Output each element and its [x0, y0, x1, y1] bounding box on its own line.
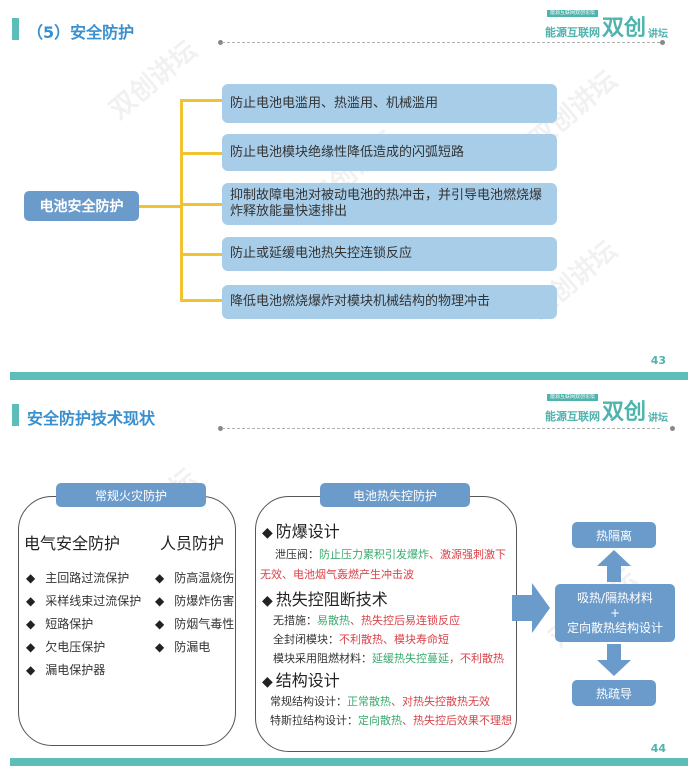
list-item: ◆防烟气毒性	[155, 616, 235, 632]
list-item: ◆主回路过流保护	[26, 570, 130, 586]
detail-line: 常规结构设计：正常散热、对热失控散热无效	[270, 695, 490, 708]
dotline-start-dot	[218, 40, 223, 45]
diamond-bullet-icon: ◆	[26, 662, 36, 677]
detail-line: 全封闭模块：不利散热、模块寿命短	[273, 633, 449, 646]
slide-title: （5）安全防护	[27, 23, 135, 42]
list-item: ◆漏电保护器	[26, 662, 106, 678]
conventional-fire-tab: 常规火灾防护	[56, 483, 206, 507]
diamond-bullet-icon: ◆	[155, 639, 165, 654]
dotline-start-dot	[218, 426, 223, 431]
diamond-bullet-icon: ◆	[26, 570, 36, 585]
leaf-node: 抑制故障电池对被动电池的热冲击，并引导电池燃烧爆炸释放能量快速排出	[222, 183, 557, 225]
diamond-bullet-icon: ◆	[26, 593, 36, 608]
dotline-end-dot	[670, 426, 675, 431]
header-dotted-line	[222, 428, 660, 429]
section-heading-thermal-blocking: ◆热失控阻断技术	[262, 590, 388, 609]
right-arrow-icon	[512, 583, 550, 633]
negative-text-a: 激源强刺激下	[440, 548, 506, 561]
conventional-fire-panel	[18, 496, 236, 746]
watermark: 双创讲坛	[104, 35, 204, 126]
heat-isolation-box: 热隔离	[572, 522, 656, 548]
list-item: ◆采样线束过流保护	[26, 593, 142, 609]
title-accent-bar	[12, 404, 19, 426]
branch-connector	[180, 253, 222, 256]
list-item: ◆欠电压保护	[26, 639, 106, 655]
root-node: 电池安全防护	[24, 191, 139, 221]
center-solution-box: 吸热/隔热材料 + 定向散热结构设计	[555, 584, 675, 642]
page-number: 44	[650, 742, 666, 755]
electrical-safety-heading: 电气安全防护	[24, 534, 121, 553]
brand-logo: 能源互联网双创论坛 能源互联网 双创 讲坛	[545, 394, 669, 425]
thermal-runaway-panel	[255, 496, 517, 752]
personnel-protection-list: ◆防高温烧伤 ◆防爆炸伤害 ◆防烟气毒性 ◆防漏电	[155, 566, 234, 658]
detail-line: 模块采用阻燃材料：延缓热失控蔓延，不利散热	[273, 652, 504, 665]
leaf-node: 防止电池模块绝缘性降低造成的闪弧短路	[222, 134, 557, 171]
root-connector	[139, 205, 182, 208]
footer-bar	[10, 372, 688, 380]
title-accent-bar	[12, 18, 19, 40]
diamond-bullet-icon: ◆	[155, 593, 165, 608]
header-dotted-line	[222, 42, 660, 43]
up-arrow-icon	[597, 550, 631, 582]
footer-bar	[10, 758, 688, 766]
trunk-connector	[180, 99, 183, 301]
detail-line: 无措施：易散热、热失控后易连锁反应	[273, 614, 460, 627]
down-arrow-icon	[597, 644, 631, 676]
diamond-bullet-icon: ◆	[26, 616, 36, 631]
diamond-bullet-icon: ◆	[262, 674, 273, 690]
section-heading-explosion-proof: ◆防爆设计	[262, 522, 340, 541]
leaf-node: 防止或延缓电池热失控连锁反应	[222, 237, 557, 271]
list-item: ◆短路保护	[26, 616, 94, 632]
page-number: 43	[650, 354, 666, 367]
slide-title: 安全防护技术现状	[27, 409, 156, 428]
section-heading-structural: ◆结构设计	[262, 671, 340, 690]
branch-connector	[180, 99, 222, 102]
branch-connector	[180, 152, 222, 155]
slide-43: 双创讲坛 双创讲坛 双创讲坛 双创讲坛 （5）安全防护 能源互联网双创论坛 能源…	[0, 0, 698, 388]
diamond-bullet-icon: ◆	[155, 570, 165, 585]
brand-logo: 能源互联网双创论坛 能源互联网 双创 讲坛	[545, 10, 669, 41]
leaf-node: 降低电池燃烧爆炸对模块机械结构的物理冲击	[222, 285, 557, 319]
list-item: ◆防漏电	[155, 639, 211, 655]
thermal-runaway-tab: 电池热失控防护	[320, 483, 470, 507]
diamond-bullet-icon: ◆	[262, 525, 273, 541]
detail-line-continued: 无效、电池烟气轰燃产生冲击波	[260, 568, 414, 581]
diamond-bullet-icon: ◆	[155, 616, 165, 631]
diamond-bullet-icon: ◆	[262, 593, 273, 609]
heat-conduction-box: 热疏导	[572, 680, 656, 706]
leaf-node: 防止电池电滥用、热滥用、机械滥用	[222, 84, 557, 123]
diamond-bullet-icon: ◆	[26, 639, 36, 654]
electrical-safety-list: ◆主回路过流保护 ◆采样线束过流保护 ◆短路保护 ◆欠电压保护 ◆漏电保护器	[26, 566, 141, 681]
dotline-end-dot	[660, 40, 665, 45]
list-item: ◆防爆炸伤害	[155, 593, 235, 609]
personnel-protection-heading: 人员防护	[160, 534, 225, 553]
branch-connector	[180, 203, 222, 206]
detail-line: 特斯拉结构设计：定向散热、热失控后效果不理想	[270, 714, 512, 727]
list-item: ◆防高温烧伤	[155, 570, 235, 586]
slide-44: 双创讲坛 双创讲坛 双创讲坛 安全防护技术现状 能源互联网双创论坛 能源互联网 …	[0, 388, 698, 777]
branch-connector	[180, 299, 222, 302]
detail-line: 泄压阀：防止压力累积引发爆炸、激源强刺激下	[275, 548, 506, 561]
